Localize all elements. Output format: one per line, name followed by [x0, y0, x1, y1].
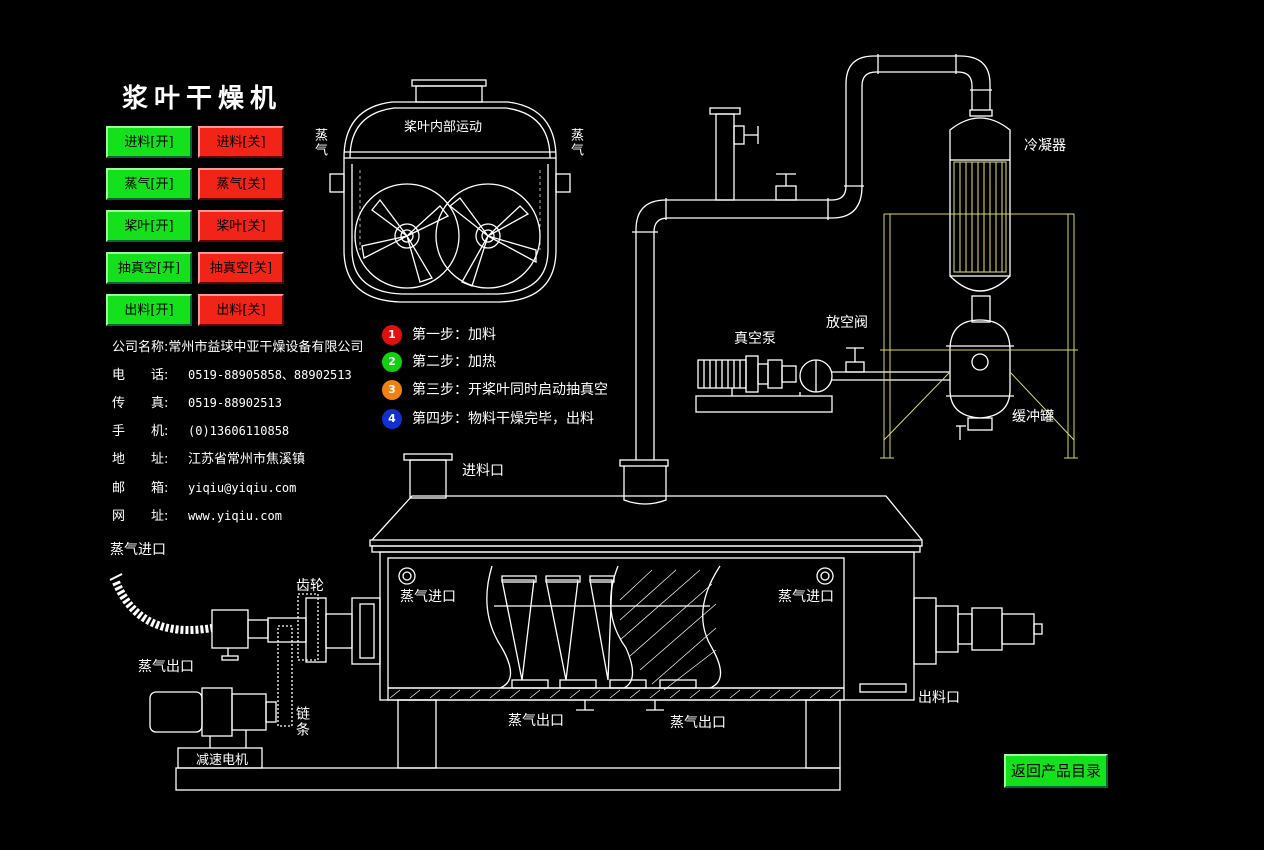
fax-row: 传 真: 0519-88902513: [112, 392, 282, 411]
company-name-value: 常州市益球中亚干燥设备有限公司: [168, 340, 364, 355]
address-row: 地 址: 江苏省常州市焦溪镇: [112, 448, 305, 467]
condenser-tubes: [953, 161, 1007, 273]
steam-inlet-b-label: 蒸气进口: [778, 589, 834, 605]
paddle-on-button[interactable]: 桨叶[开]: [106, 210, 192, 242]
fax-value: 0519-88902513: [188, 396, 282, 410]
website-label: 网 址:: [112, 509, 169, 524]
gear-label: 齿轮: [296, 578, 324, 594]
phone-row: 电 话: 0519-88905858、88902513: [112, 364, 352, 383]
cross-section-vessel: [329, 79, 571, 303]
step-3-badge: 3: [382, 380, 402, 400]
steam-outlet-b-label: 蒸气出口: [670, 715, 726, 731]
step-2-text: 第二步：加热: [412, 354, 496, 370]
feed-port-label: 进料口: [462, 463, 504, 479]
vacuum-off-button[interactable]: 抽真空[关]: [198, 252, 284, 284]
company-name-row: 公司名称:常州市益球中亚干燥设备有限公司: [112, 336, 363, 355]
step-4: 4 第四步：物料干燥完毕，出料: [382, 408, 594, 429]
phone-value: 0519-88905858、88902513: [188, 368, 352, 382]
mobile-label: 手 机:: [112, 424, 169, 439]
vent-valve-label: 放空阀: [826, 315, 868, 331]
discharge-off-button[interactable]: 出料[关]: [198, 294, 284, 326]
vacuum-piping: [619, 54, 992, 505]
website-row: 网 址: www.yiqiu.com: [112, 505, 282, 524]
email-label: 邮 箱:: [112, 481, 169, 496]
steam-inlet-a-label: 蒸气进口: [400, 589, 456, 605]
paddle-off-button[interactable]: 桨叶[关]: [198, 210, 284, 242]
condenser: [695, 109, 1014, 440]
step-1-badge: 1: [382, 325, 402, 345]
step-3-text: 第三步：开桨叶同时启动抽真空: [412, 382, 608, 398]
step-1-text: 第一步：加料: [412, 327, 496, 343]
return-to-catalog-button[interactable]: 返回产品目录: [1004, 754, 1108, 788]
discharge-on-button[interactable]: 出料[开]: [106, 294, 192, 326]
step-3: 3 第三步：开桨叶同时启动抽真空: [382, 379, 608, 400]
step-2: 2 第二步：加热: [382, 351, 496, 372]
email-row: 邮 箱: yiqiu@yiqiu.com: [112, 477, 296, 496]
page-title: 浆叶干燥机: [122, 84, 283, 114]
reducer-motor-label: 减速电机: [196, 753, 249, 768]
step-4-text: 第四步：物料干燥完毕，出料: [412, 411, 594, 427]
fax-label: 传 真:: [112, 396, 169, 411]
email-value: yiqiu@yiqiu.com: [188, 481, 297, 495]
mobile-value: (0)13606110858: [188, 424, 290, 438]
vacuum-pump-label: 真空泵: [734, 331, 776, 347]
feed-off-button[interactable]: 进料[关]: [198, 126, 284, 158]
mobile-row: 手 机: (0)13606110858: [112, 420, 289, 439]
step-2-badge: 2: [382, 352, 402, 372]
discharge-port-label: 出料口: [918, 690, 960, 706]
company-name-label: 公司名称:: [112, 340, 169, 355]
chain-label: 链条: [294, 706, 310, 738]
address-label: 地 址:: [112, 452, 169, 467]
steam-right-label: 蒸气: [568, 128, 583, 158]
hatching: [359, 170, 841, 699]
step-4-badge: 4: [382, 409, 402, 429]
website-value: www.yiqiu.com: [188, 509, 282, 523]
steam-off-button[interactable]: 蒸气[关]: [198, 168, 284, 200]
buffer-tank-label: 缓冲罐: [1012, 409, 1054, 425]
steam-outlet-left-label: 蒸气出口: [138, 659, 194, 675]
dryer-body: [109, 453, 1043, 791]
step-1: 1 第一步：加料: [382, 324, 496, 345]
phone-label: 电 话:: [112, 368, 169, 383]
steam-left-label: 蒸气: [312, 128, 327, 158]
steam-inlet-main-label: 蒸气进口: [110, 542, 166, 558]
condenser-label: 冷凝器: [1024, 138, 1066, 154]
steam-on-button[interactable]: 蒸气[开]: [106, 168, 192, 200]
vacuum-on-button[interactable]: 抽真空[开]: [106, 252, 192, 284]
steam-outlet-a-label: 蒸气出口: [508, 713, 564, 729]
support-frame: [880, 213, 1078, 459]
address-value: 江苏省常州市焦溪镇: [188, 452, 306, 467]
feed-on-button[interactable]: 进料[开]: [106, 126, 192, 158]
inner-motion-label: 桨叶内部运动: [404, 120, 483, 135]
